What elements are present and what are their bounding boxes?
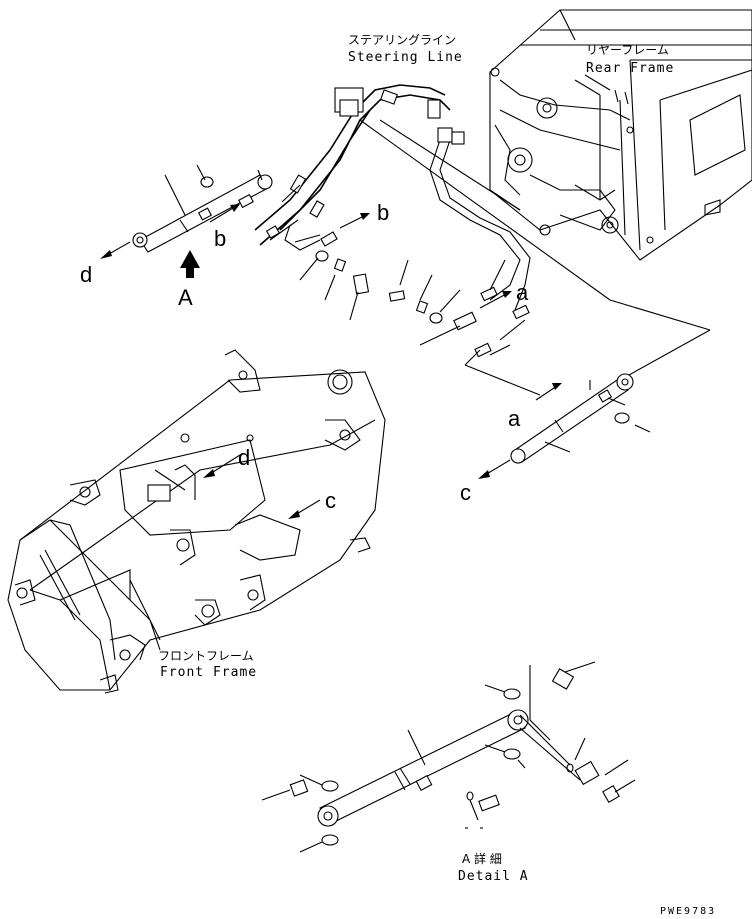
- ref-letter-d-frame: d: [238, 445, 250, 470]
- steering-line-label-jp: ステアリングライン: [348, 33, 456, 47]
- steering-line-label-en: Steering Line: [348, 50, 463, 65]
- ref-letter-b-left: b: [214, 226, 226, 251]
- labels: ステアリングライン Steering Line リヤーフレーム Rear Fra…: [80, 33, 716, 917]
- ref-letter-c-cylinder: c: [460, 480, 471, 505]
- front-frame-label-jp: フロントフレーム: [158, 649, 254, 663]
- rear-frame-drawing: [489, 9, 752, 261]
- front-frame-drawing: [7, 349, 386, 694]
- rear-frame-label-en: Rear Frame: [586, 61, 674, 76]
- drawing-number: PWE9783: [660, 906, 716, 917]
- detail-a-label-jp: A 詳 細: [462, 851, 502, 866]
- detail-a-label-en: Detail A: [458, 869, 529, 884]
- view-arrow-letter: A: [178, 285, 193, 310]
- right-steering-cylinder: [478, 373, 651, 479]
- ref-letter-b-right: b: [377, 200, 389, 225]
- rear-frame-label-jp: リヤーフレーム: [586, 43, 669, 57]
- steering-line-hoses: [254, 84, 711, 381]
- detail-a-drawing: [261, 661, 636, 853]
- left-steering-cylinder: [100, 164, 370, 321]
- center-fittings: [388, 259, 541, 396]
- ref-letter-a-upper: a: [516, 280, 529, 305]
- ref-letter-c-frame: c: [325, 488, 336, 513]
- ref-letter-a-lower: a: [508, 406, 521, 431]
- front-frame-label-en: Front Frame: [160, 665, 257, 680]
- ref-letter-d-cylinder: d: [80, 262, 92, 287]
